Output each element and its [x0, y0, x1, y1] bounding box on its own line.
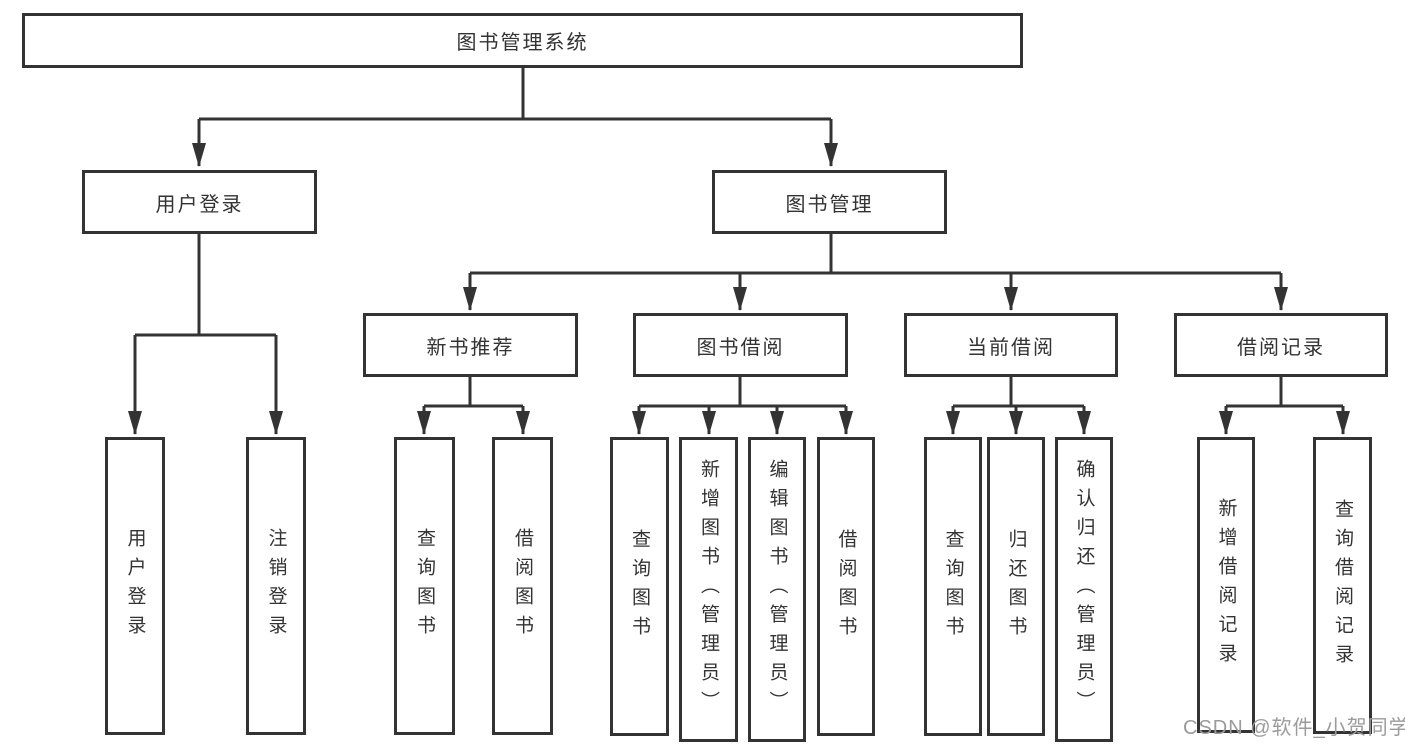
node-book-management: 图书管理 — [712, 170, 947, 234]
node-user-login: 用户登录 — [82, 170, 317, 234]
leaf-current-query-books: 查询图书 — [924, 437, 982, 736]
leaf-newbooks-borrow-books: 借阅图书 — [492, 437, 553, 735]
leaf-borrow-query-books: 查询图书 — [610, 437, 669, 736]
node-new-book-recommend: 新书推荐 — [363, 313, 578, 377]
leaf-logout: 注销登录 — [246, 437, 306, 735]
node-book-borrow: 图书借阅 — [633, 313, 848, 377]
node-current-borrow: 当前借阅 — [904, 313, 1118, 377]
node-library-management-system: 图书管理系统 — [22, 13, 1023, 68]
leaf-borrow-books: 借阅图书 — [817, 437, 875, 736]
node-borrow-records: 借阅记录 — [1174, 313, 1388, 377]
csdn-watermark: CSDN @软件_小贺同学 — [1183, 717, 1405, 739]
leaf-newbooks-query-books: 查询图书 — [394, 437, 455, 735]
leaf-query-borrow-record: 查询借阅记录 — [1313, 437, 1372, 734]
leaf-confirm-return-admin: 确认归还（管理员） — [1055, 437, 1113, 742]
leaf-return-books: 归还图书 — [987, 437, 1045, 736]
leaf-user-login: 用户登录 — [105, 437, 165, 735]
leaf-edit-books-admin: 编辑图书（管理员） — [748, 437, 806, 742]
leaf-add-books-admin: 新增图书（管理员） — [679, 437, 738, 742]
leaf-add-borrow-record: 新增借阅记录 — [1197, 437, 1255, 733]
